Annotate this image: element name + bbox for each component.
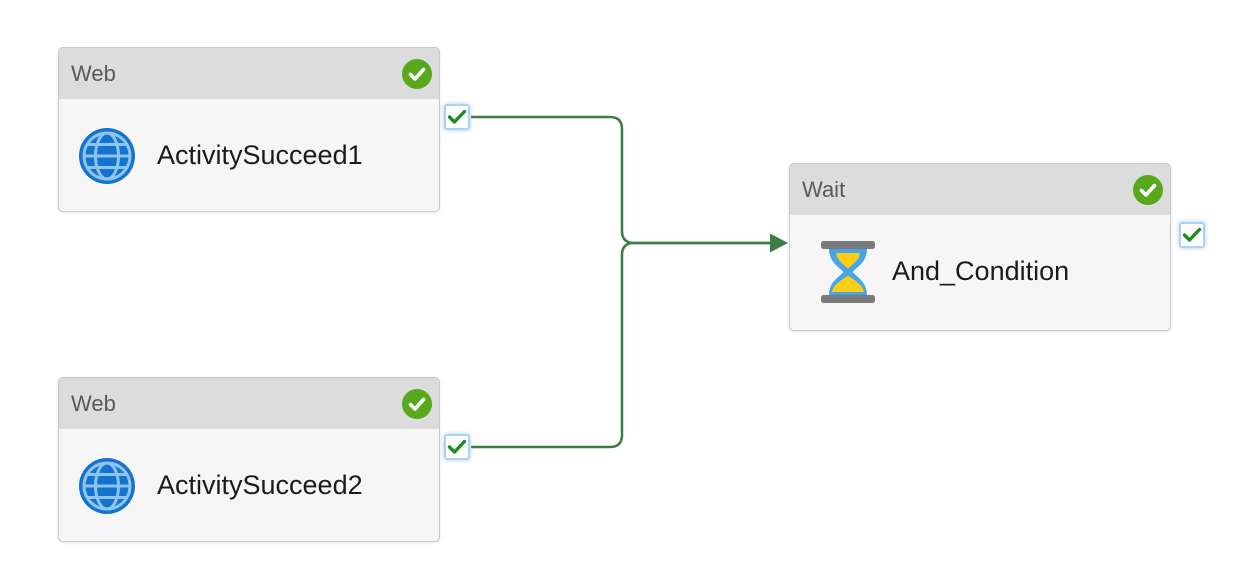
activity-body: ActivitySucceed1 <box>59 99 439 212</box>
activity-header: Wait <box>790 164 1170 215</box>
success-output-port-andcondition[interactable] <box>1179 222 1205 248</box>
globe-icon <box>78 455 136 517</box>
success-output-port-activitysucceed2[interactable] <box>444 434 470 460</box>
activity-node-activitysucceed1[interactable]: Web Activit <box>58 47 440 212</box>
edge-activitysucceed1-to-andcondition[interactable] <box>471 115 771 245</box>
hourglass-icon <box>819 240 877 303</box>
globe-icon <box>78 125 136 187</box>
activity-body: ActivitySucceed2 <box>59 429 439 542</box>
success-badge-icon <box>402 58 432 89</box>
activity-type-label: Web <box>71 60 116 86</box>
activity-header: Web <box>59 378 439 429</box>
activity-name: ActivitySucceed1 <box>157 140 363 170</box>
success-badge-icon <box>402 388 432 419</box>
activity-name: ActivitySucceed2 <box>157 470 363 500</box>
activity-header: Web <box>59 48 439 99</box>
success-checkmark-icon <box>447 439 467 454</box>
edge-activitysucceed2-to-andcondition[interactable] <box>471 241 771 449</box>
activity-type-label: Wait <box>802 176 846 202</box>
success-checkmark-icon <box>447 109 467 124</box>
activity-name: And_Condition <box>892 256 1070 286</box>
edge-arrowhead-icon <box>770 233 788 253</box>
activity-node-activitysucceed2[interactable]: Web Activit <box>58 377 440 542</box>
activity-node-andcondition[interactable]: Wait And_Condition <box>789 163 1171 331</box>
success-badge-icon <box>1133 174 1163 205</box>
success-output-port-activitysucceed1[interactable] <box>444 104 470 130</box>
activity-body: And_Condition <box>790 215 1170 328</box>
success-checkmark-icon <box>1182 227 1202 242</box>
activity-type-label: Web <box>71 390 116 416</box>
